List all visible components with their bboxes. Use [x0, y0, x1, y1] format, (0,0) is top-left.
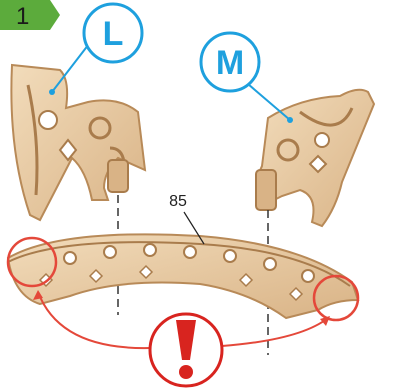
step-number: 1	[16, 3, 29, 30]
part-number: 85	[169, 193, 187, 210]
bracket-piece-left	[11, 65, 145, 220]
step-badge: 1	[0, 0, 60, 30]
callout-m-letter: M	[216, 44, 244, 82]
base-piece-85	[8, 234, 358, 318]
callout-m: M	[201, 33, 293, 123]
arrow-head-right-icon	[320, 316, 330, 326]
warning-icon	[150, 314, 222, 386]
bracket-piece-right	[256, 90, 374, 226]
callout-l-letter: L	[103, 15, 124, 53]
